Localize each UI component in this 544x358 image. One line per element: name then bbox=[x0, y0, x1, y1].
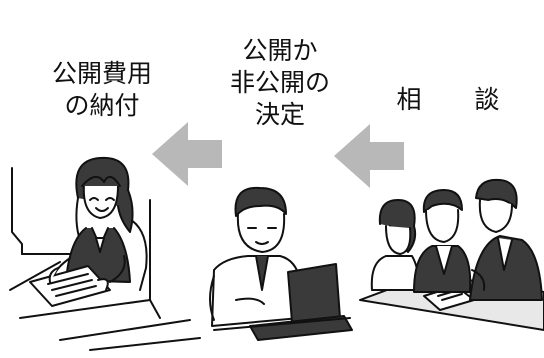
step-payment-line-1: 公開費用 bbox=[51, 59, 152, 88]
arrow-left-icon bbox=[334, 124, 404, 188]
step-consultation-label: 相 談 bbox=[395, 84, 515, 116]
decision-illustration bbox=[209, 186, 353, 341]
consultation-illustration bbox=[359, 178, 544, 331]
payment-illustration bbox=[9, 156, 201, 351]
step-payment-line-2: の納付 bbox=[64, 91, 140, 120]
step-decision-line-1: 公開か bbox=[242, 36, 318, 65]
step-consultation-line-1: 相 談 bbox=[396, 85, 514, 114]
step-decision-line-2: 非公開の bbox=[229, 68, 330, 97]
step-payment-label: 公開費用 の納付 bbox=[12, 58, 192, 122]
step-decision-line-3: 決定 bbox=[254, 100, 305, 129]
arrow-left-icon bbox=[152, 122, 222, 186]
step-decision-label: 公開か 非公開の 決定 bbox=[200, 35, 360, 131]
